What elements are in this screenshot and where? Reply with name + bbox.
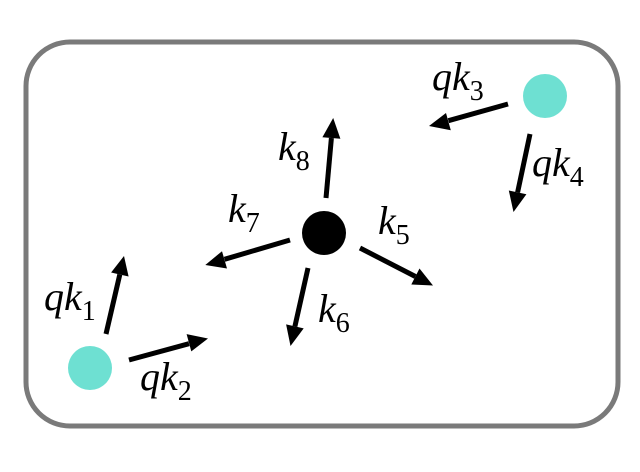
- arrow-k5: [358, 245, 433, 286]
- label-qk3: qk3: [432, 54, 484, 107]
- frame-border: [23, 39, 621, 429]
- label-k5: k5: [378, 198, 410, 251]
- particle-center: [302, 211, 346, 255]
- particle-teal-right: [523, 74, 567, 118]
- arrow-qk3: [429, 101, 509, 131]
- label-k8: k8: [278, 124, 310, 177]
- particle-teal-left: [68, 346, 112, 390]
- label-qk4: qk4: [532, 140, 584, 193]
- label-qk1: qk1: [44, 274, 96, 327]
- arrow-k6: [286, 267, 311, 346]
- arrow-qk1: [103, 256, 129, 335]
- arrow-k8: [322, 118, 341, 199]
- arrow-qk4: [508, 133, 533, 212]
- label-k7: k7: [228, 186, 260, 239]
- arrow-qk2: [128, 334, 208, 363]
- arrow-k7: [205, 237, 291, 269]
- label-k6: k6: [318, 286, 350, 339]
- label-qk2: qk2: [140, 354, 192, 407]
